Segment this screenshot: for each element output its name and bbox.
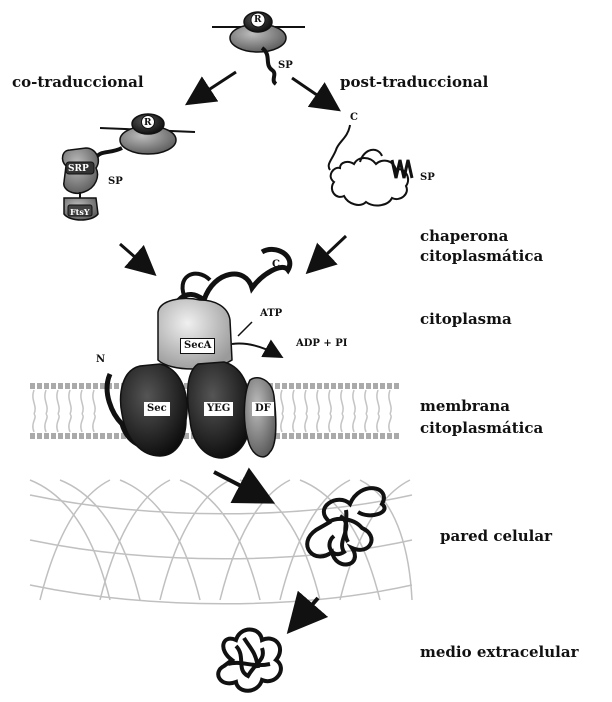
label-chaperone-2: citoplasmática bbox=[420, 246, 543, 266]
label-c-post: C bbox=[350, 112, 358, 124]
label-sp-post: SP bbox=[420, 172, 435, 184]
label-sp-top: SP bbox=[278, 60, 293, 72]
label-extracellular: medio extracelular bbox=[420, 642, 578, 662]
folding-protein-wall bbox=[307, 488, 384, 564]
label-chaperone-1: chaperona bbox=[420, 226, 508, 246]
label-cytoplasm: citoplasma bbox=[420, 309, 512, 329]
label-sp-co: SP bbox=[108, 176, 123, 188]
arrow-to-cotranslational bbox=[190, 72, 236, 102]
arrow-to-posttranslational bbox=[292, 78, 336, 108]
label-sec: Sec bbox=[144, 402, 170, 416]
label-cotranslational: co-traduccional bbox=[12, 72, 144, 92]
folded-protein-extracellular bbox=[218, 630, 281, 691]
chaperone-complex bbox=[329, 125, 412, 205]
label-membrane-1: membrana bbox=[420, 396, 510, 416]
label-srp: SRP bbox=[68, 163, 89, 175]
label-yeg: YEG bbox=[204, 402, 233, 416]
label-ribosome-co: R bbox=[144, 117, 151, 129]
label-ftsy: FtsY bbox=[70, 206, 90, 218]
label-adp: ADP + PI bbox=[296, 338, 348, 350]
arrow-co-to-seca bbox=[120, 244, 152, 272]
arrow-to-wall bbox=[214, 472, 268, 500]
label-cell-wall: pared celular bbox=[440, 526, 552, 546]
label-df: DF bbox=[252, 402, 274, 416]
arrow-post-to-seca bbox=[310, 236, 346, 270]
label-membrane-2: citoplasmática bbox=[420, 418, 543, 438]
label-ribosome-top: R bbox=[254, 14, 261, 26]
label-n-terminus: N bbox=[96, 354, 105, 366]
label-seca: SecA bbox=[180, 338, 215, 354]
label-c-seca: C bbox=[272, 259, 280, 271]
label-atp: ATP bbox=[260, 308, 282, 320]
label-posttranslational: post-traduccional bbox=[340, 72, 488, 92]
arrow-to-extracellular bbox=[292, 598, 318, 628]
